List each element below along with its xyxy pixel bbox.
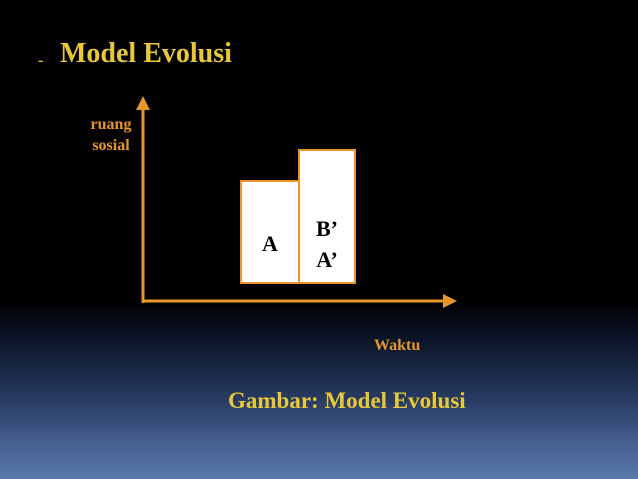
bullet-dash: -: [38, 52, 44, 69]
x-axis-arrowhead: [443, 294, 457, 308]
y-axis-label-line1: ruang: [90, 116, 132, 133]
box-b-label-bottom: A’: [316, 247, 338, 272]
box-a: [240, 180, 300, 284]
y-axis-label: ruang sosial: [80, 114, 142, 156]
box-b: [298, 149, 356, 284]
y-axis-label-line2: sosial: [92, 137, 130, 154]
y-axis-arrowhead: [136, 96, 150, 110]
figure-caption: Gambar: Model Evolusi: [228, 388, 466, 413]
box-a-label: A: [262, 231, 278, 256]
x-axis-label: Waktu: [374, 337, 421, 354]
slide-title: Model Evolusi: [60, 38, 232, 69]
box-b-label-top: B’: [316, 216, 338, 241]
